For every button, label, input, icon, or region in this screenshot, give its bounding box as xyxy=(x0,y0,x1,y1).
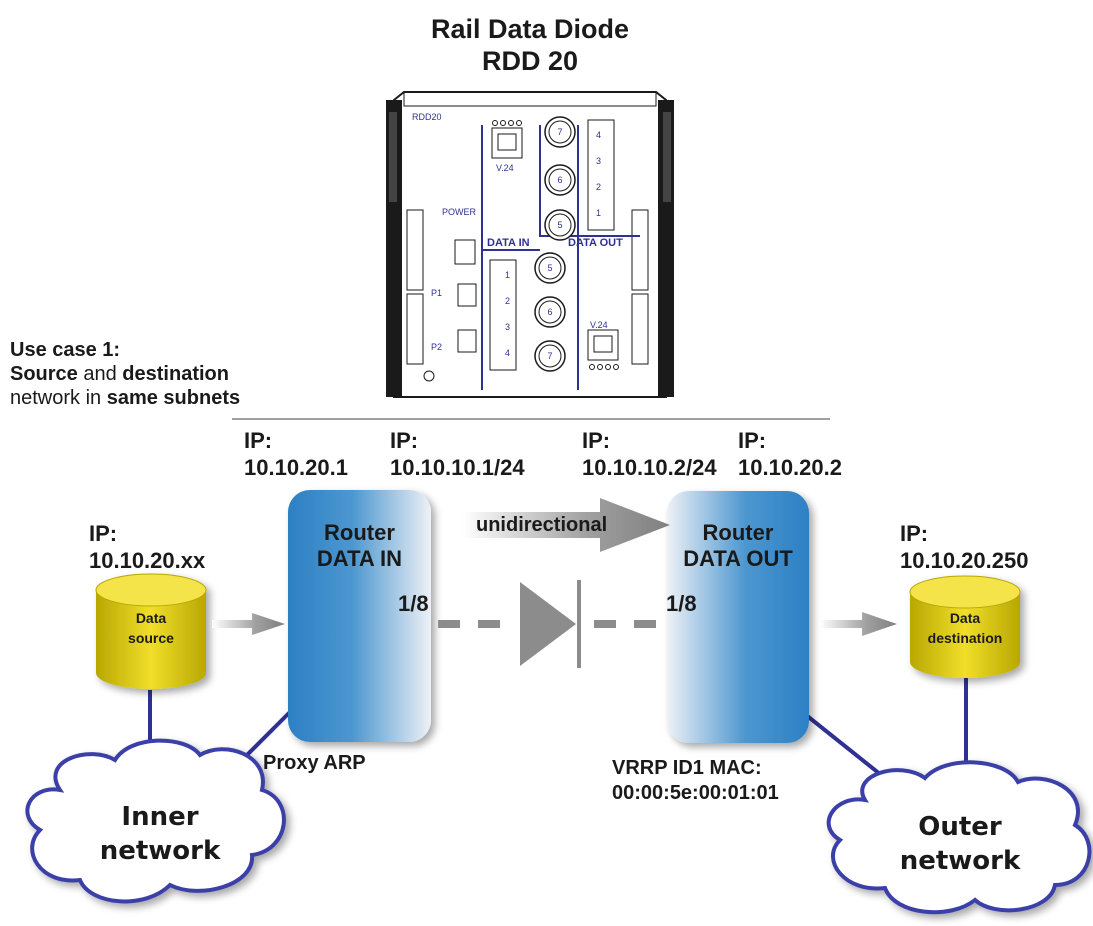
device-port-number: 5 xyxy=(547,263,552,273)
device-port-circle-inner xyxy=(548,213,572,237)
ip-destination-label: IP: xyxy=(900,521,929,546)
ip-out-router-right-value: 10.10.20.2 xyxy=(738,455,842,480)
device-model-label: RDD20 xyxy=(412,112,442,122)
outer-network-label-line2: network xyxy=(899,846,1021,876)
inner-network-label-line2: network xyxy=(99,836,221,866)
device-power-label: POWER xyxy=(442,207,477,217)
ip-in-router-right-label: IP: xyxy=(390,428,419,453)
device-port-circle-inner xyxy=(548,120,572,144)
outer-network-label-line1: Outer xyxy=(918,812,1002,842)
source-to-router-arrow xyxy=(212,613,285,635)
device-port-circle-inner xyxy=(538,300,562,324)
device-port-circle-inner xyxy=(538,344,562,368)
router-in-port: 1/8 xyxy=(398,591,429,616)
device-data-out-label: DATA OUT xyxy=(568,237,623,249)
device-rj-out-1: 1 xyxy=(596,208,602,218)
router-out-title-line2: DATA OUT xyxy=(683,546,793,571)
data-source-label-line2: source xyxy=(128,630,174,646)
diagram-title-line2: RDD 20 xyxy=(481,46,579,76)
ip-out-router-left-value: 10.10.10.2/24 xyxy=(582,455,717,480)
router-in-note: Proxy ARP xyxy=(263,752,366,774)
data-source-label-line1: Data xyxy=(135,610,167,626)
data-destination-label-line1: Data xyxy=(949,610,981,626)
ip-in-router-right-value: 10.10.10.1/24 xyxy=(390,455,525,480)
device-rj-in-3: 3 xyxy=(505,322,511,332)
use-case-same-subnets: same subnets xyxy=(106,387,241,409)
device-rj-out-2: 2 xyxy=(596,182,602,192)
use-case-destination: destination xyxy=(122,363,229,385)
router-out-title-line1: Router xyxy=(702,520,774,545)
unidirectional-arrow xyxy=(463,498,670,552)
device-port-number: 6 xyxy=(557,175,562,185)
data-destination-label-line2: destination xyxy=(927,630,1003,646)
ip-destination-value: 10.10.20.250 xyxy=(900,548,1029,573)
device-rj-in-4: 4 xyxy=(505,348,511,358)
device-port-number: 6 xyxy=(547,307,552,317)
ip-source-value: 10.10.20.xx xyxy=(89,548,206,573)
device-p1-label: P1 xyxy=(431,288,443,298)
router-in-title-line1: Router xyxy=(324,520,395,545)
ip-out-router-right-label: IP: xyxy=(738,428,767,453)
device-v24-bottom-label: V.24 xyxy=(590,320,608,330)
rdd20-device xyxy=(386,91,674,398)
ip-in-router-left-value: 10.10.20.1 xyxy=(244,455,348,480)
router-data-out-box xyxy=(667,491,809,743)
ip-source-label: IP: xyxy=(89,521,118,546)
device-rj-in-1: 1 xyxy=(505,270,511,280)
inner-network-label-line1: Inner xyxy=(121,802,199,832)
router-to-destination-arrow xyxy=(820,612,897,636)
device-port-circle-inner xyxy=(548,168,572,192)
unidirectional-label: unidirectional xyxy=(476,514,608,536)
device-rj-out-3: 3 xyxy=(596,156,602,166)
router-out-note-line2: 00:00:5e:00:01:01 xyxy=(612,782,779,804)
use-case-line3: network in same subnets xyxy=(10,386,240,410)
device-port-circle-inner xyxy=(538,256,562,280)
device-rj-out-4: 4 xyxy=(596,130,602,140)
router-data-in-box xyxy=(288,490,431,742)
device-v24-top-label: V.24 xyxy=(496,163,514,173)
router-in-title-line2: DATA IN xyxy=(316,546,403,571)
device-p2-label: P2 xyxy=(431,342,443,352)
use-case-and: and xyxy=(77,363,123,385)
use-case-network-in: network in xyxy=(10,387,107,409)
use-case-heading: Use case 1: xyxy=(10,339,121,361)
router-out-note-line1: VRRP ID1 MAC: xyxy=(612,757,762,779)
data-destination-cylinder xyxy=(909,575,1021,678)
device-port-number: 5 xyxy=(557,220,562,230)
device-data-in-label: DATA IN xyxy=(487,237,530,249)
ip-out-router-left-label: IP: xyxy=(582,428,611,453)
data-source-cylinder xyxy=(95,573,207,689)
device-rj-in-2: 2 xyxy=(505,296,511,306)
outer-network-cloud xyxy=(826,760,1092,915)
ip-in-router-left-label: IP: xyxy=(244,428,273,453)
device-port-number: 7 xyxy=(557,127,562,137)
use-case-line2: Source and destination xyxy=(10,362,229,386)
diagram-title-line1: Rail Data Diode xyxy=(430,14,630,44)
device-port-number: 7 xyxy=(547,351,552,361)
device-port-circles: 7 6 5 5 6 7 xyxy=(534,116,576,372)
inner-network-cloud xyxy=(25,738,286,904)
diode-symbol xyxy=(520,582,576,666)
router-out-port: 1/8 xyxy=(666,591,697,616)
use-case-source: Source xyxy=(10,363,78,385)
